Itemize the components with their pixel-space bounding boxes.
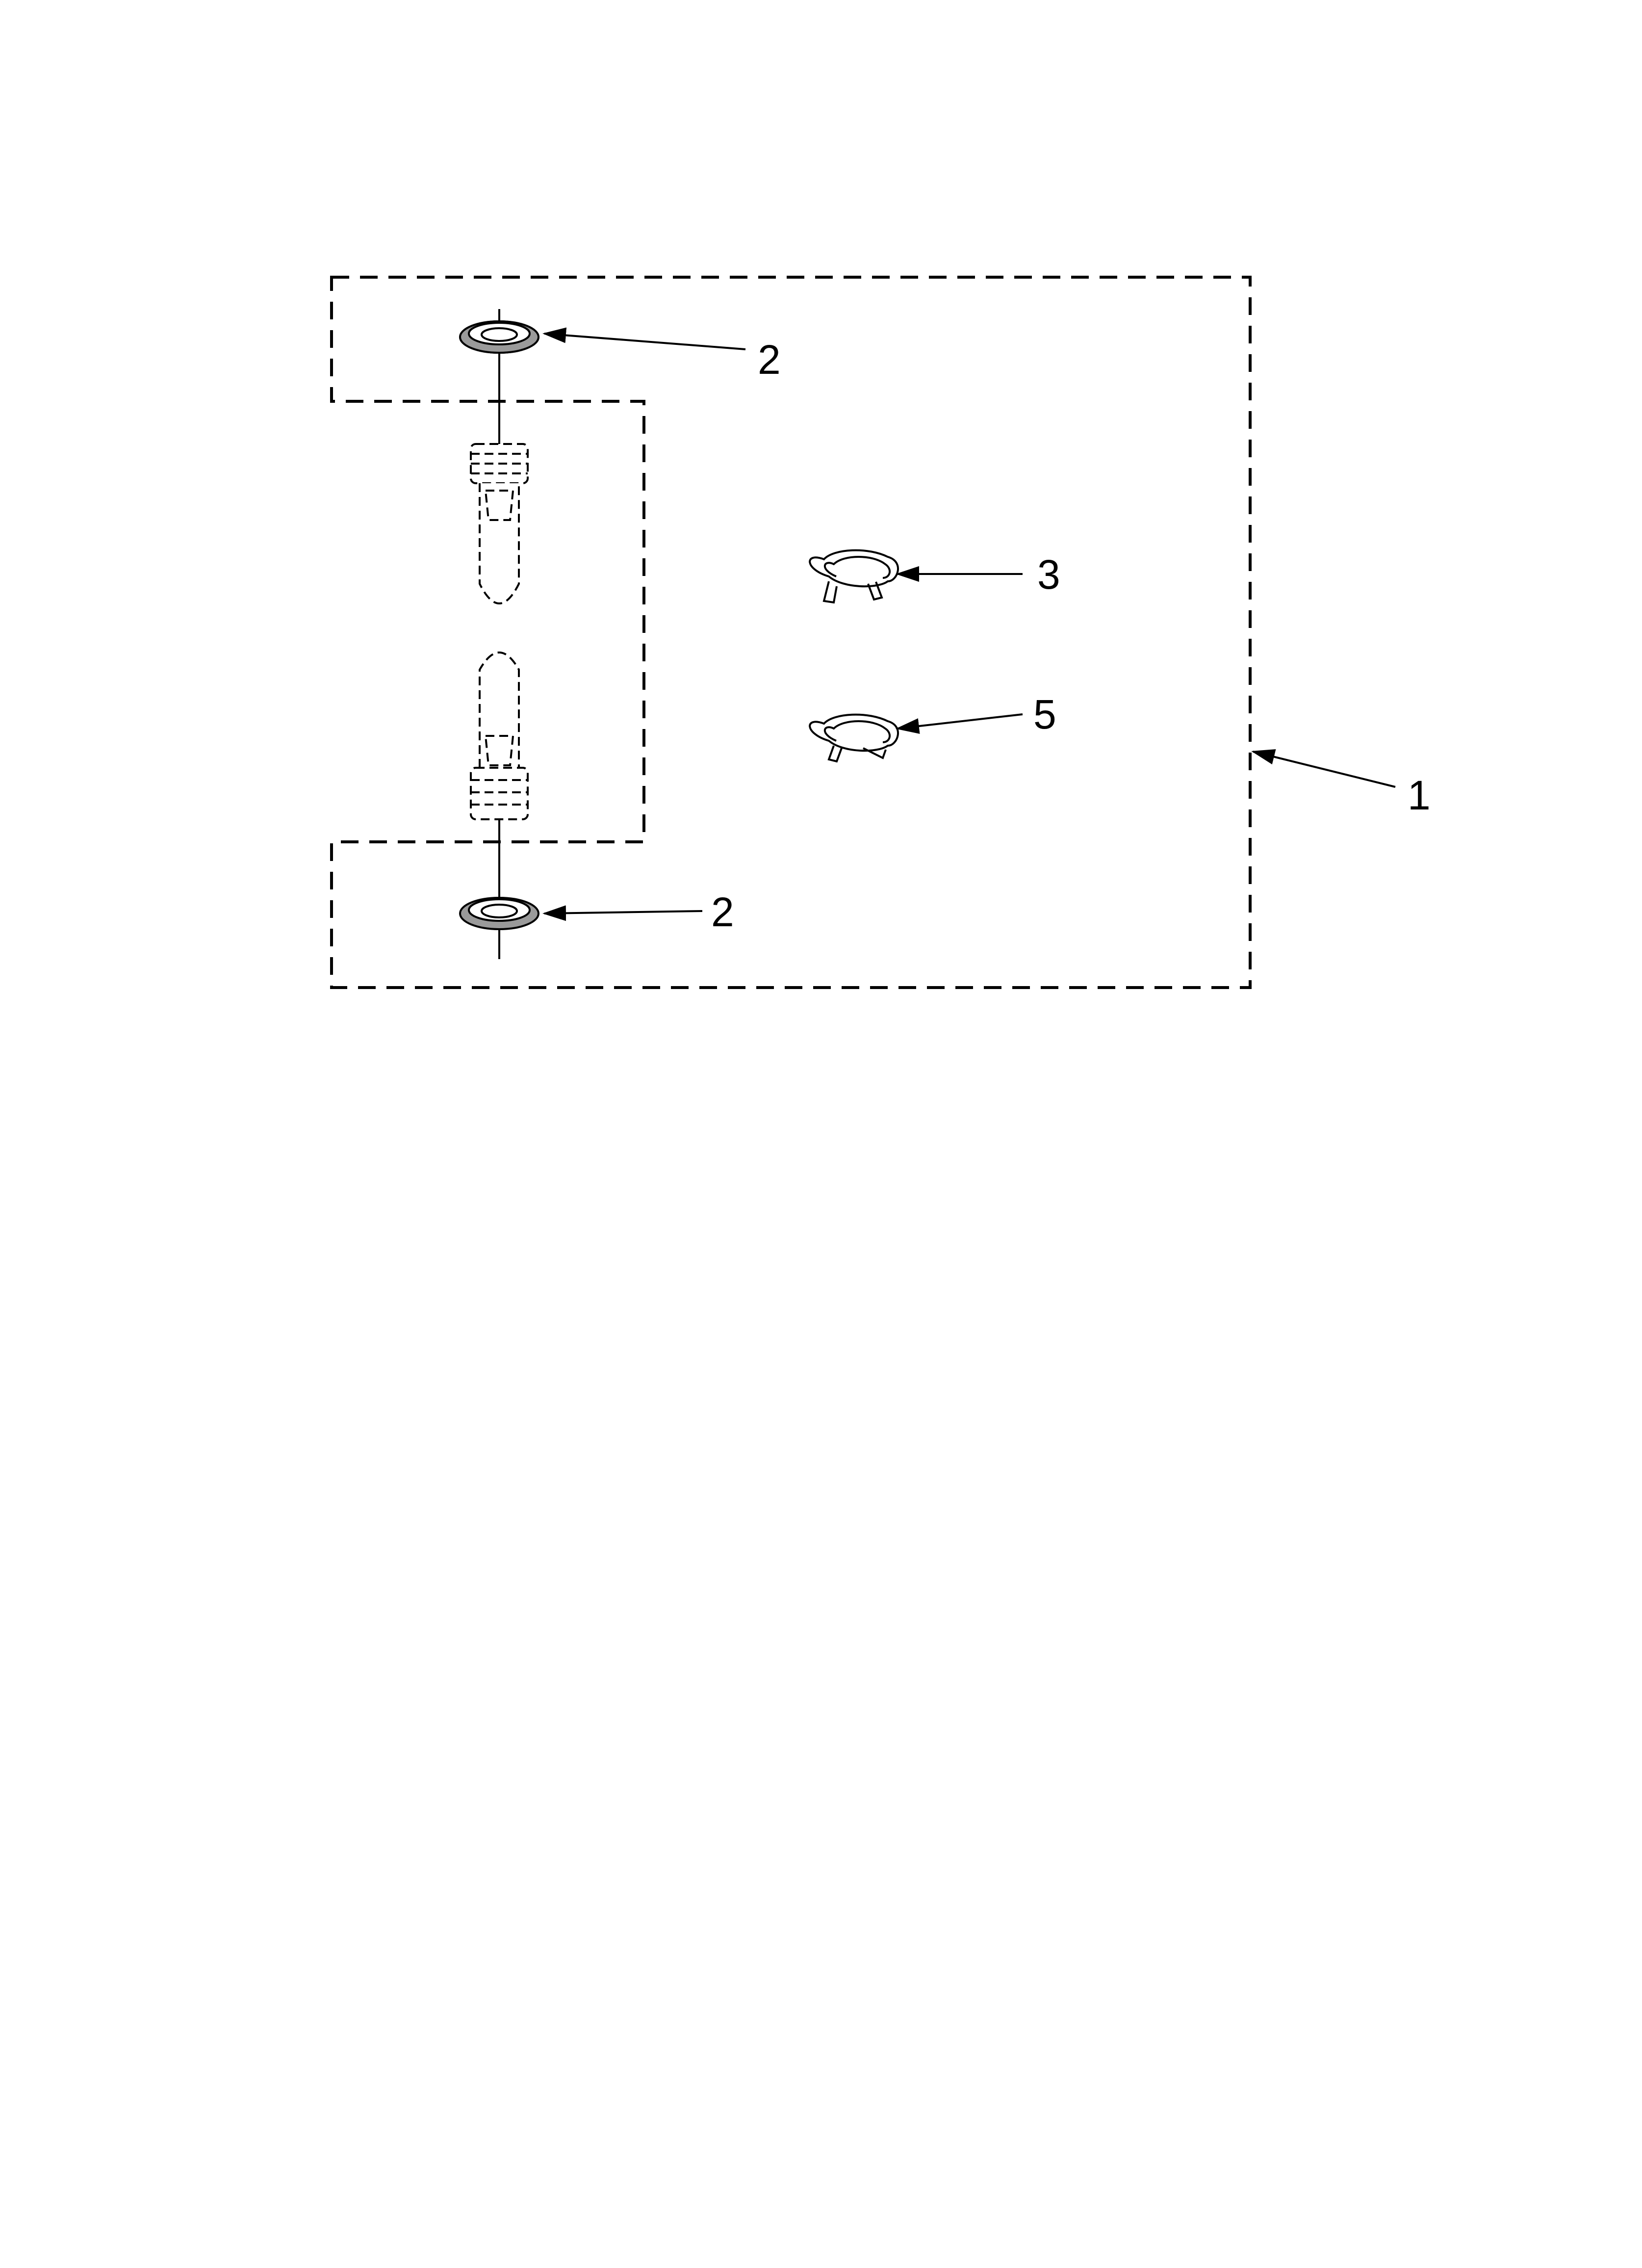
leader-kit <box>1251 749 1396 788</box>
washer-top[interactable] <box>459 320 539 354</box>
callout-washer-bottom: 2 <box>711 889 734 935</box>
callout-washer-top: 2 <box>758 337 781 383</box>
hose-fitting-lower <box>470 652 529 820</box>
kit-boundary <box>330 276 1252 989</box>
washer-bottom[interactable] <box>459 897 539 930</box>
callout-clamp-upper: 3 <box>1037 551 1060 598</box>
hose-fitting-upper <box>470 443 529 604</box>
leader-washer-bottom <box>542 905 703 921</box>
hose-clamp-upper[interactable] <box>809 549 899 604</box>
leader-clamp-lower <box>896 713 1023 734</box>
callout-kit: 1 <box>1408 772 1431 818</box>
callout-clamp-lower: 5 <box>1033 691 1056 737</box>
leader-washer-top <box>542 327 746 350</box>
hose-clamp-lower[interactable] <box>809 713 899 763</box>
